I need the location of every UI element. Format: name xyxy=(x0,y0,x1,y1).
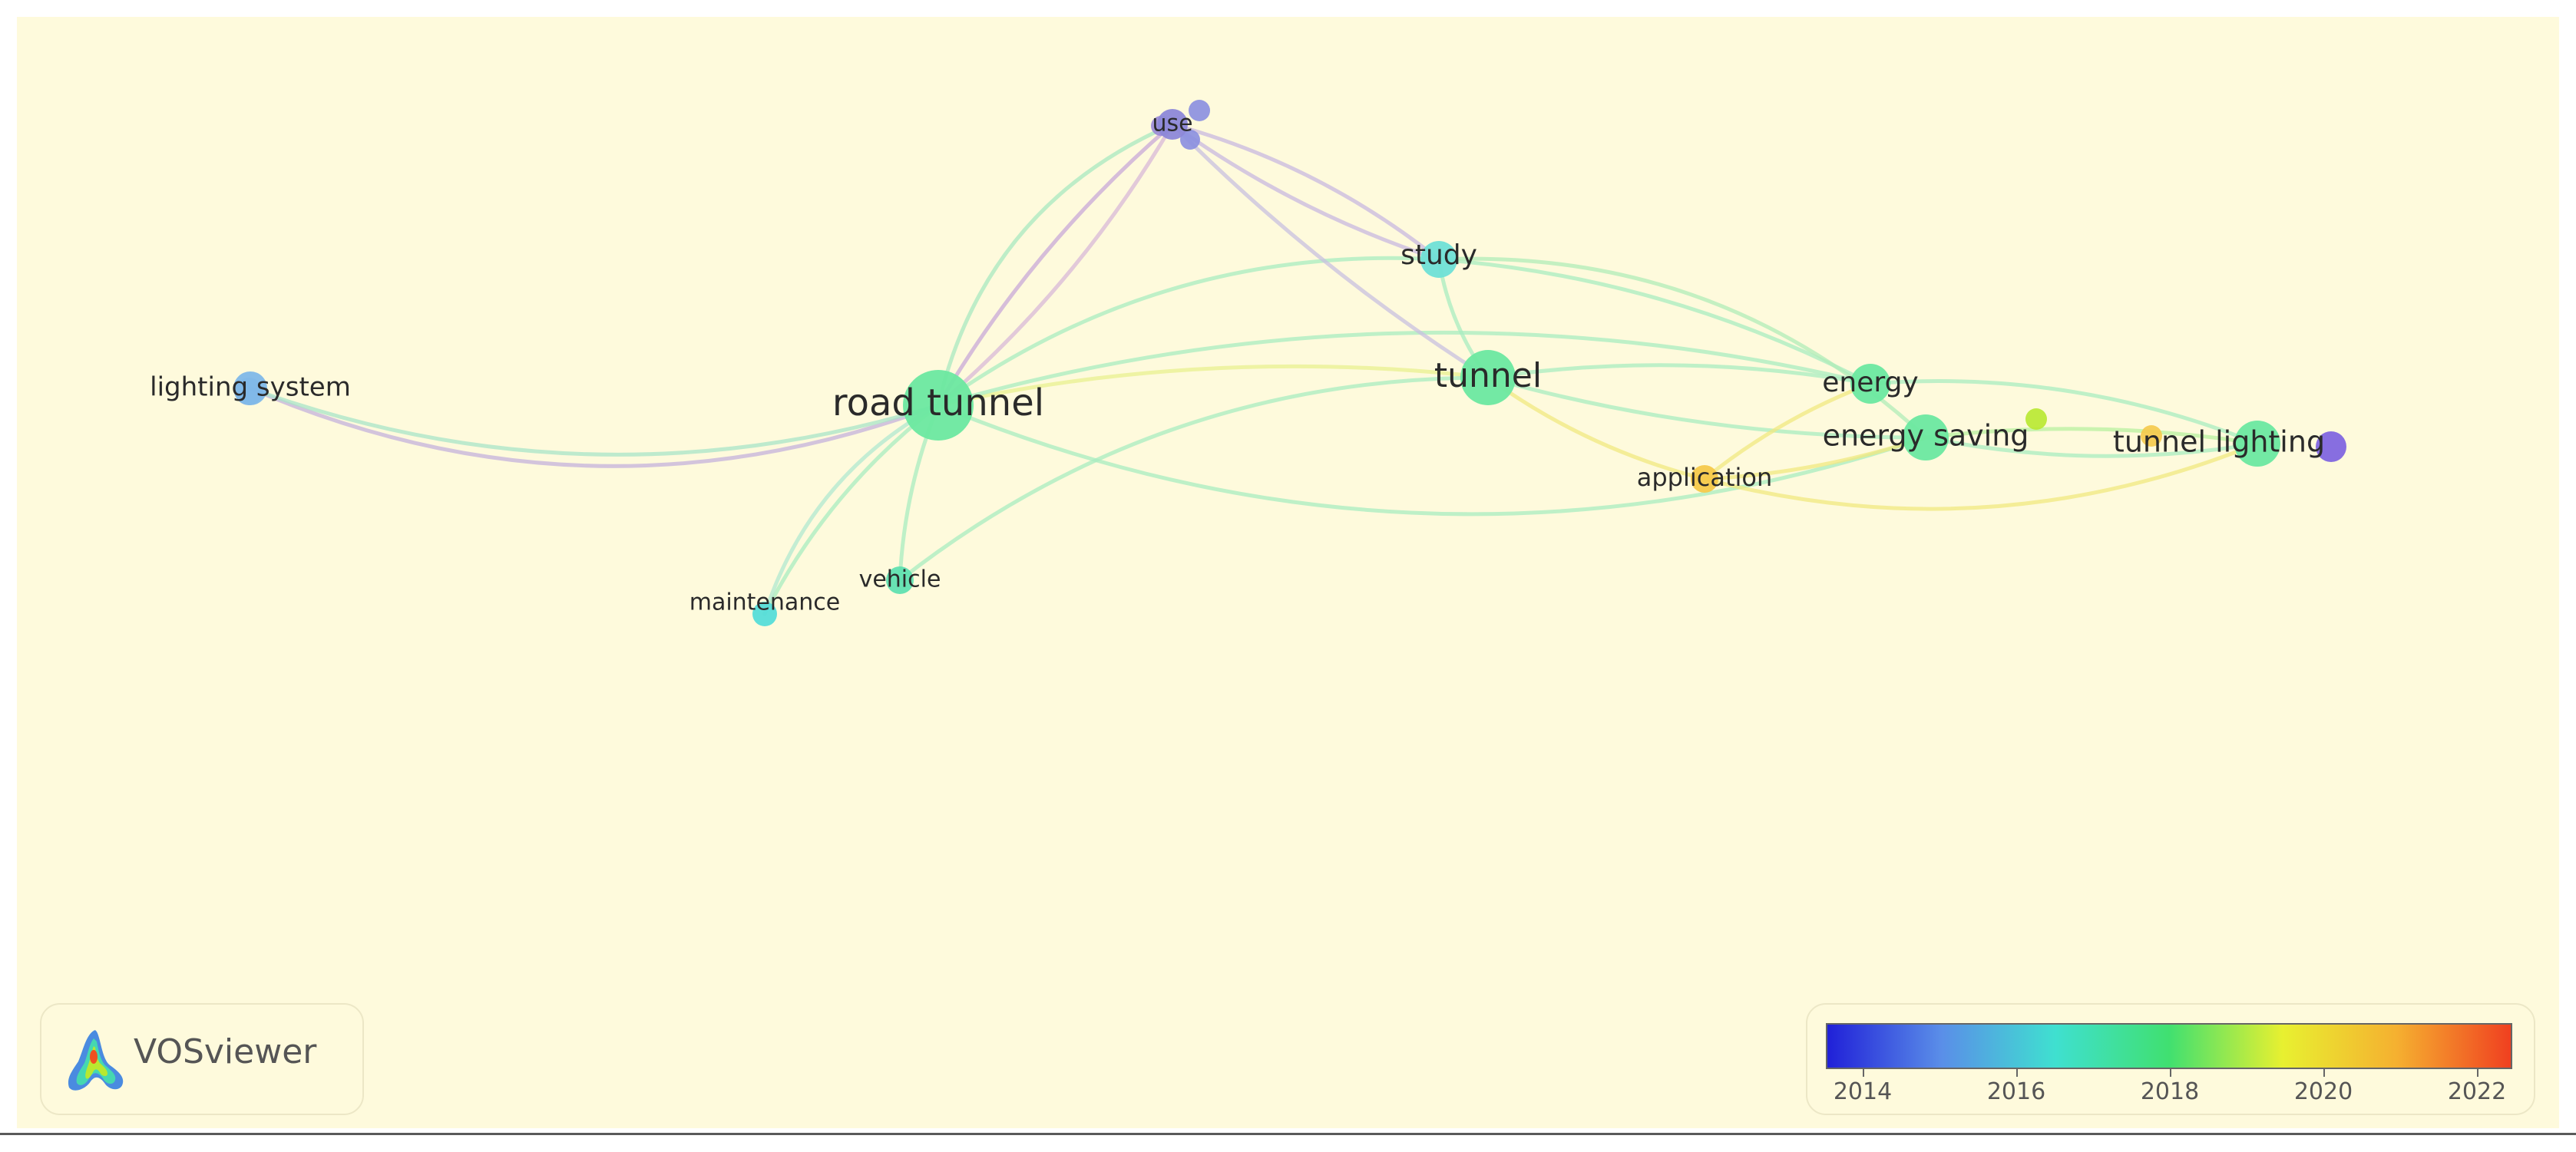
link-layer xyxy=(248,122,2260,616)
node-label-application[interactable]: application xyxy=(1637,463,1773,492)
bottom-rule xyxy=(0,1133,2576,1135)
network-map[interactable]: use study lighting system road tunnel tunnel… xyxy=(17,17,2559,1128)
color-scale-tick xyxy=(2170,1068,2171,1077)
node-application[interactable] xyxy=(1691,465,1718,493)
color-scale-tick-label: 2020 xyxy=(2293,1078,2353,1105)
link-road-tunnel-tunnel xyxy=(936,364,1490,408)
minor-node-dot[interactable] xyxy=(2141,425,2162,447)
node-label-lighting-system[interactable]: lighting system xyxy=(150,372,351,403)
link-tunnel-energy-saving xyxy=(1486,375,1928,440)
link-road-tunnel-study xyxy=(936,256,1441,408)
link-road-tunnel-energy-saving xyxy=(936,403,1928,517)
link-road-tunnel-use xyxy=(936,122,1175,408)
node-road-tunnel[interactable] xyxy=(903,370,974,441)
link-energy-saving-tunnel-lighting xyxy=(1923,435,2260,458)
link-lighting-system-road-tunnel xyxy=(248,386,941,457)
node-vehicle[interactable] xyxy=(886,566,914,594)
node-label-tunnel[interactable]: tunnel xyxy=(1434,356,1542,395)
link-road-tunnel-maintenance xyxy=(762,403,941,616)
node-study[interactable] xyxy=(1420,241,1457,278)
link-road-tunnel-maintenance xyxy=(762,403,941,616)
minor-node-dot[interactable] xyxy=(1180,130,1200,150)
color-scale-bar xyxy=(1826,1023,2512,1069)
link-energy-saving-tunnel-lighting xyxy=(1923,427,2260,446)
node-tunnel-lighting[interactable] xyxy=(2234,421,2280,467)
label-layer: use study lighting system road tunnel tunnel… xyxy=(150,111,2325,616)
link-use-study xyxy=(1170,122,1441,262)
node-maintenance[interactable] xyxy=(752,602,777,626)
node-lighting-system[interactable] xyxy=(233,371,267,405)
link-application-energy-saving xyxy=(1702,435,1928,481)
node-layer xyxy=(233,100,2346,626)
color-scale-tick-label: 2022 xyxy=(2447,1078,2507,1105)
node-label-vehicle[interactable]: vehicle xyxy=(859,566,941,593)
link-road-tunnel-use xyxy=(936,122,1175,408)
vosviewer-logo-panel: VOSviewer xyxy=(40,1003,364,1115)
color-scale-tick xyxy=(2477,1068,2478,1077)
color-scale-tick xyxy=(1863,1068,1864,1077)
link-energy-application xyxy=(1702,381,1873,481)
minor-node-dot[interactable] xyxy=(2025,408,2047,430)
minor-node-dot[interactable] xyxy=(2316,431,2346,462)
color-scale-tick xyxy=(2323,1068,2325,1077)
link-tunnel-application xyxy=(1486,375,1707,481)
link-use-study xyxy=(1170,122,1441,262)
color-scale-tick xyxy=(2016,1068,2018,1077)
link-tunnel-vehicle xyxy=(898,375,1490,583)
link-lighting-system-road-tunnel xyxy=(248,386,941,468)
link-tunnel-energy xyxy=(1486,363,1873,386)
color-legend: 2014 2016 2018 2020 2022 xyxy=(1806,1003,2535,1115)
network-canvas: use study lighting system road tunnel tunnel… xyxy=(17,17,2559,1128)
minor-node-dot[interactable] xyxy=(1189,100,1210,121)
color-scale-tick-label: 2016 xyxy=(1986,1078,2046,1105)
node-label-study[interactable]: study xyxy=(1400,239,1477,271)
link-use-tunnel xyxy=(1170,122,1490,380)
logo-text: VOSviewer xyxy=(134,1032,317,1071)
node-label-maintenance[interactable]: maintenance xyxy=(689,589,841,616)
node-label-use[interactable]: use xyxy=(1152,111,1192,137)
vosviewer-logo-icon xyxy=(68,1030,124,1091)
link-application-tunnel-lighting xyxy=(1702,441,2260,511)
link-study-energy xyxy=(1437,257,1873,386)
link-energy-tunnel-lighting xyxy=(1868,379,2260,446)
node-use[interactable] xyxy=(1157,109,1188,140)
color-scale-tick-label: 2014 xyxy=(1833,1078,1893,1105)
node-label-road-tunnel[interactable]: road tunnel xyxy=(832,381,1044,424)
node-label-energy-saving[interactable]: energy saving xyxy=(1823,419,2029,453)
node-tunnel[interactable] xyxy=(1460,350,1516,405)
node-label-energy[interactable]: energy xyxy=(1822,367,1918,398)
link-road-tunnel-energy xyxy=(936,330,1873,408)
color-scale-tick-label: 2018 xyxy=(2140,1078,2200,1105)
node-energy[interactable] xyxy=(1850,364,1890,404)
link-road-tunnel-use xyxy=(936,122,1175,408)
node-label-tunnel-lighting[interactable]: tunnel lighting xyxy=(2113,425,2325,459)
node-energy-saving[interactable] xyxy=(1903,414,1949,460)
